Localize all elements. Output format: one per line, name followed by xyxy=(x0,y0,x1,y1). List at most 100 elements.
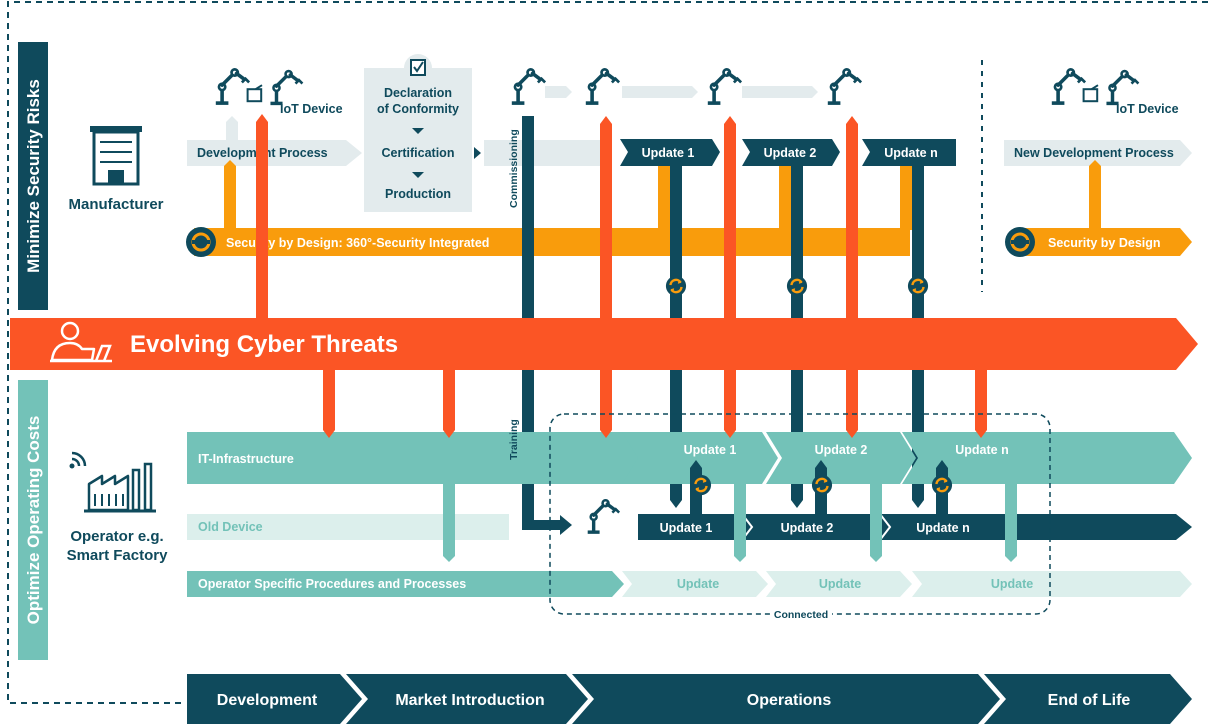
design-connector xyxy=(779,160,791,230)
operator-label-2: Smart Factory xyxy=(67,547,169,564)
device-update-band xyxy=(638,514,1192,540)
robot-arm-icon xyxy=(268,69,304,106)
it-update-label: Update n xyxy=(955,443,1008,457)
operator-label-1: Operator e.g. xyxy=(70,528,163,545)
right-arrow-icon xyxy=(474,147,481,159)
development-process-arrow xyxy=(187,140,362,166)
commissioning-label: Commissioning xyxy=(508,129,520,208)
robot-arm-icon xyxy=(584,67,620,106)
product-line-band xyxy=(484,140,612,166)
phase-operations xyxy=(572,674,1000,724)
manufacturer-update-label: Update 1 xyxy=(642,146,695,160)
factory-icon xyxy=(84,462,156,513)
update-cycle-icon xyxy=(811,474,833,496)
side-label-security: Minimize Security Risks xyxy=(24,79,43,273)
procedures-label: Operator Specific Procedures and Process… xyxy=(198,577,466,591)
threat-impact-arrow xyxy=(724,370,736,438)
procedures-band xyxy=(187,571,624,597)
design-connector xyxy=(900,160,912,230)
conformity-box xyxy=(364,68,472,212)
phase-label: Operations xyxy=(747,692,832,709)
procedure-update-label: Update xyxy=(677,577,719,591)
threat-impact-arrow xyxy=(600,370,612,438)
security-cycle-icon xyxy=(186,227,216,257)
old-device-band xyxy=(187,514,509,540)
robot-arm-icon xyxy=(1104,69,1140,106)
phase-end-of-life xyxy=(984,674,1192,724)
feedback-arrow xyxy=(226,116,238,140)
side-bar-costs xyxy=(18,380,48,660)
iot-device-label: IoT Device xyxy=(280,102,343,116)
it-to-procedures-arrow xyxy=(1005,484,1017,562)
certification-label: Certification xyxy=(382,146,455,160)
procedure-update-label: Update xyxy=(819,577,861,591)
side-label-costs: Optimize Operating Costs xyxy=(24,416,43,625)
threat-impact-arrow xyxy=(323,370,335,438)
device-update-label: Update 2 xyxy=(781,521,834,535)
it-to-procedures-arrow xyxy=(870,484,882,562)
security-cycle-icon xyxy=(1005,227,1035,257)
down-arrow-icon xyxy=(412,128,424,134)
procedure-update xyxy=(766,571,912,597)
it-update xyxy=(622,432,778,484)
connected-frame xyxy=(549,413,1051,615)
phase-label: End of Life xyxy=(1048,692,1131,709)
production-label: Production xyxy=(385,187,451,201)
iot-device-icon xyxy=(1082,84,1100,103)
it-infrastructure-label: IT-Infrastructure xyxy=(198,452,294,466)
update-cycle-icon xyxy=(931,474,953,496)
lifecycle-phase-bar: Development Market Introduction Operatio… xyxy=(187,674,1192,724)
threat-line xyxy=(846,116,858,320)
cyber-threats-band xyxy=(10,318,1198,370)
device-update-divider xyxy=(879,513,892,541)
robot-arm-icon xyxy=(214,67,250,106)
robot-transition-arrow xyxy=(622,86,698,98)
it-update-label: Update 1 xyxy=(684,443,737,457)
threat-impact-arrow xyxy=(846,370,858,438)
robot-arm-icon xyxy=(706,67,742,106)
robot-arm-icon xyxy=(586,498,620,536)
manufacturer-update-label: Update n xyxy=(884,146,937,160)
threat-impact-arrow xyxy=(443,370,455,438)
new-development-arrow xyxy=(1004,140,1192,166)
old-device-label: Old Device xyxy=(198,520,263,534)
threat-line xyxy=(256,114,268,320)
security-by-design-label: Security by Design: 360°-Security Integr… xyxy=(226,236,489,250)
update-line-tip xyxy=(670,500,682,508)
it-infrastructure-band xyxy=(187,432,646,484)
iot-device-label: IoT Device xyxy=(1116,102,1179,116)
training-label: Training xyxy=(508,419,520,460)
phase-label: Market Introduction xyxy=(395,692,544,709)
cyber-threats-label: Evolving Cyber Threats xyxy=(130,331,398,358)
update-cycle-icon xyxy=(786,275,808,297)
outer-frame xyxy=(7,1,1208,704)
phase-development xyxy=(187,674,362,724)
robot-arm-icon xyxy=(510,67,546,106)
it-to-procedures-arrow xyxy=(734,484,746,562)
it-to-procedures-arrow xyxy=(443,484,455,562)
security-by-design-bar-2 xyxy=(1014,228,1192,256)
design-connector xyxy=(224,160,236,230)
conformity-line2: of Conformity xyxy=(377,102,459,116)
design-connector xyxy=(658,160,670,230)
down-arrow-icon xyxy=(412,172,424,178)
it-update-label: Update 2 xyxy=(815,443,868,457)
it-update xyxy=(766,432,916,484)
connected-label-bg xyxy=(770,607,832,621)
phase-market-introduction xyxy=(346,674,588,724)
manufacturer-update-1 xyxy=(620,139,720,166)
procedure-update xyxy=(622,571,768,597)
hacker-laptop-icon xyxy=(50,321,112,363)
procedure-update xyxy=(912,571,1192,597)
threat-line xyxy=(724,116,736,320)
update-cycle-icon xyxy=(907,275,929,297)
conformity-line1: Declaration xyxy=(384,86,452,100)
procedure-update-label: Update xyxy=(991,577,1033,591)
manufacturer-update-label: Update 2 xyxy=(764,146,817,160)
it-update xyxy=(902,432,1192,484)
wifi-signal-icon xyxy=(69,451,87,469)
device-update-label: Update n xyxy=(916,521,969,535)
robot-arm-icon xyxy=(826,67,862,106)
connected-label: Connected xyxy=(774,609,828,621)
